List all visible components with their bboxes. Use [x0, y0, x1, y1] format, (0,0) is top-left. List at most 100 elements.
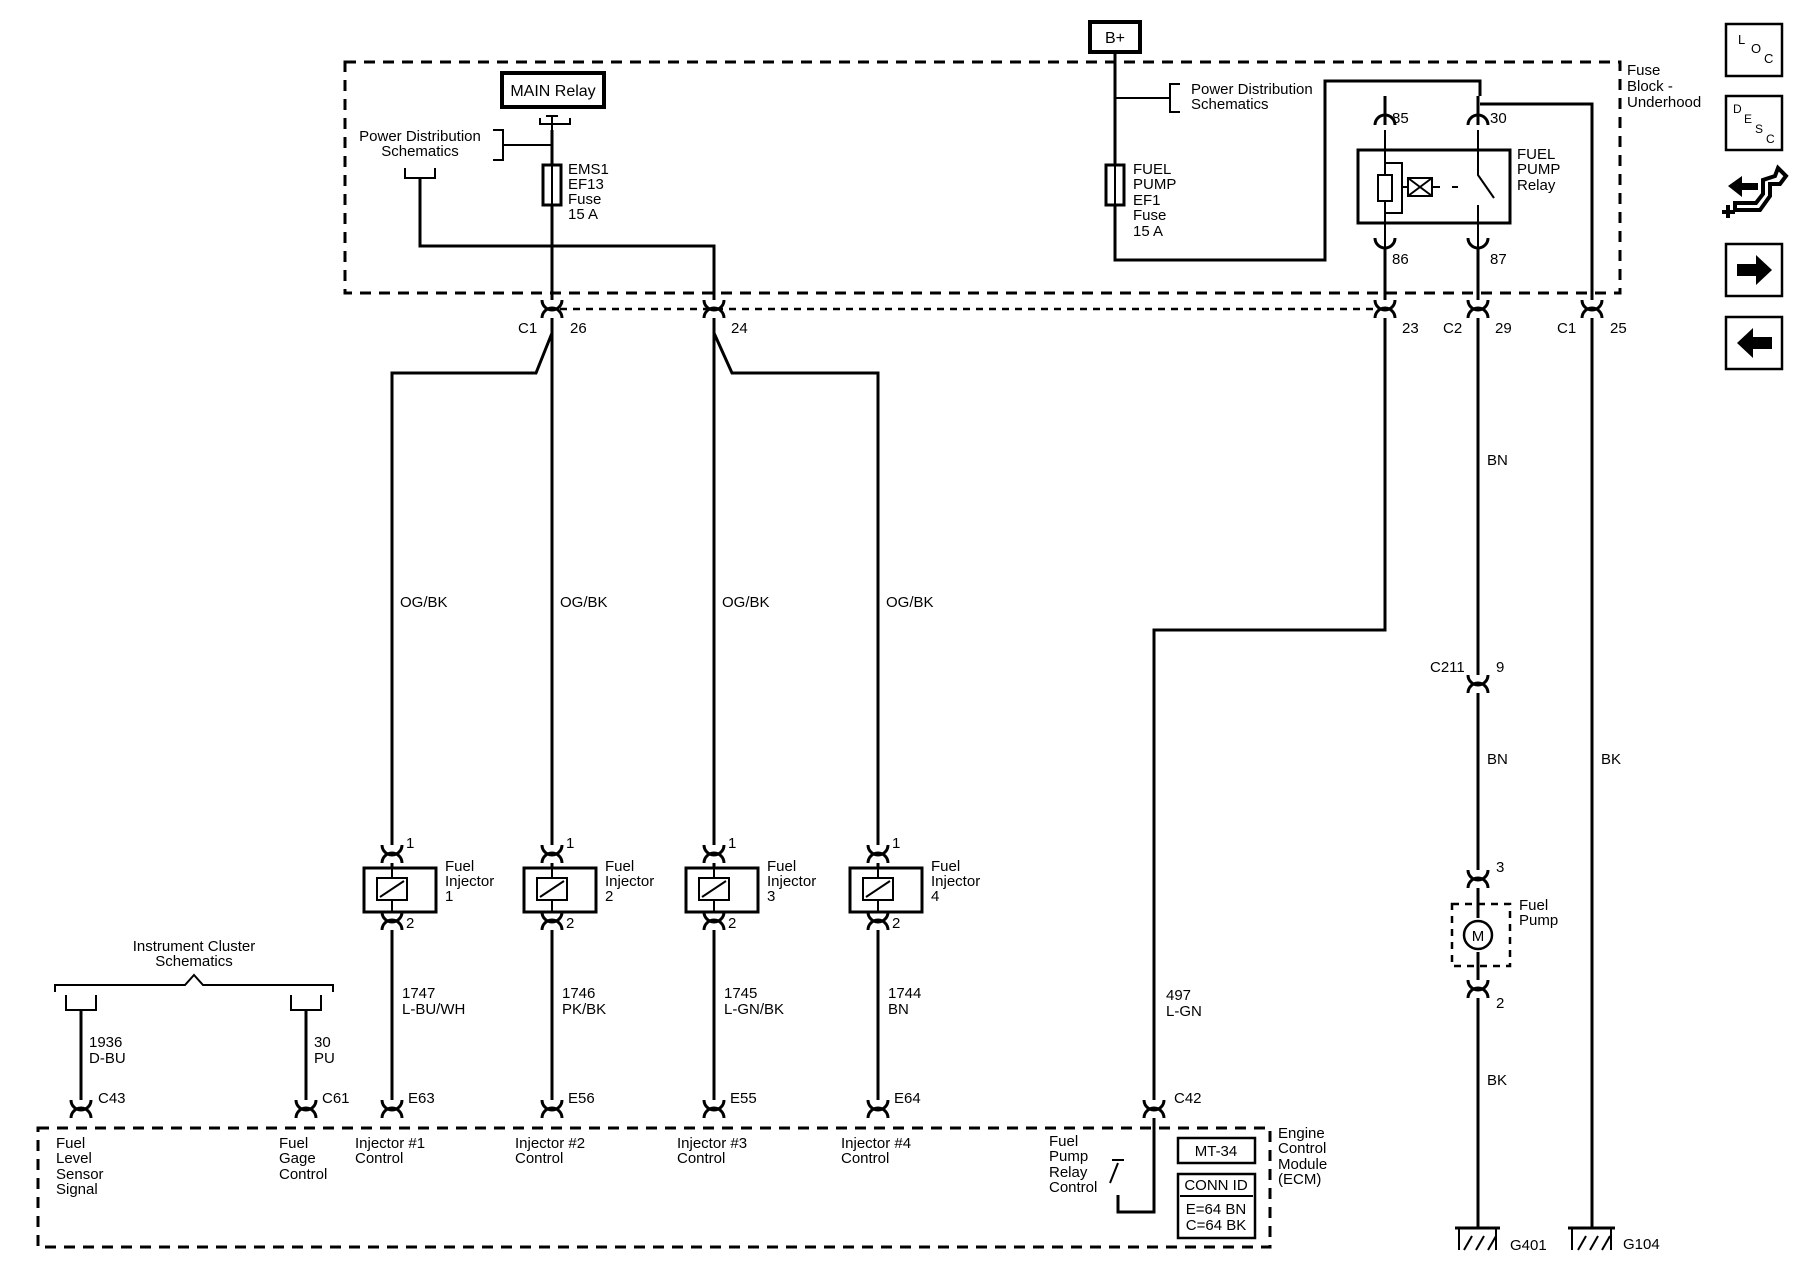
injector-name-3: 1	[445, 888, 453, 905]
loc-c: C	[1764, 51, 1773, 66]
ecm-name-2: Control	[1278, 1140, 1326, 1157]
injector-color: L-GN/BK	[724, 1001, 784, 1018]
power-distribution-left: Power Distribution Schematics	[359, 128, 552, 179]
wire-c1-25	[1478, 81, 1594, 300]
wire-bn-mid: BN	[1487, 751, 1508, 768]
ic-w2-color: PU	[314, 1050, 335, 1067]
fp-relay-label-2: PUMP	[1517, 161, 1560, 178]
wire-497-color: L-GN	[1166, 1003, 1202, 1020]
injector-pin-top: 1	[892, 835, 900, 852]
wire-497	[1152, 318, 1387, 1100]
fp-fuse-label-1: FUEL	[1133, 161, 1171, 178]
prev-page-button[interactable]	[1724, 315, 1784, 371]
injector-circuit: 1744	[888, 985, 921, 1002]
next-page-button[interactable]	[1724, 242, 1784, 298]
injector-color: BN	[888, 1001, 909, 1018]
wire-bk-right: BK	[1601, 751, 1621, 768]
injector-pin-top: 1	[406, 835, 414, 852]
ecm-fuel-level-1: Fuel	[56, 1135, 85, 1152]
injector-conn: E55	[730, 1090, 757, 1107]
injector-pin-top: 1	[728, 835, 736, 852]
wiring-harness-icon[interactable]	[1722, 164, 1789, 218]
ic-w1-conn: C43	[98, 1090, 126, 1107]
loc-button[interactable]: L O C	[1724, 22, 1784, 78]
conn-c1-right: C1	[1557, 320, 1576, 337]
injector-color: PK/BK	[562, 1001, 606, 1018]
injector-name-1: Fuel	[445, 858, 474, 875]
ground-g401	[1455, 1226, 1500, 1251]
desc-button[interactable]: D E S C	[1724, 94, 1784, 152]
loc-o: O	[1751, 41, 1761, 56]
left-arrow-icon	[1737, 328, 1772, 358]
fuel-pump-feed	[1450, 318, 1512, 1228]
relay-control-switch	[1116, 1118, 1156, 1214]
ecm-fuel-gage-1: Fuel	[279, 1135, 308, 1152]
injector-name-3: 4	[931, 888, 939, 905]
ic-w1-color: D-BU	[89, 1050, 126, 1067]
wire-og-bk-1: OG/BK	[400, 594, 448, 611]
injector-color: L-BU/WH	[402, 1001, 465, 1018]
conn-pin-24: 24	[731, 320, 748, 337]
injector-circuit: 1745	[724, 985, 757, 1002]
injector-pin-top: 1	[566, 835, 574, 852]
conn-c1-left: C1	[518, 320, 537, 337]
ic-title-1: Instrument Cluster	[133, 938, 256, 955]
ecm-fuel-level-4: Signal	[56, 1181, 98, 1198]
fp-relay-label-1: FUEL	[1517, 146, 1555, 163]
conn-c211-pin: 9	[1496, 659, 1504, 676]
relay-pin-87: 87	[1490, 251, 1507, 268]
ic-title-2: Schematics	[155, 953, 233, 970]
fuel-pump-name-1: Fuel	[1519, 897, 1548, 914]
ecm-relay-control-4: Control	[1049, 1179, 1097, 1196]
g104-label: G104	[1623, 1236, 1660, 1253]
ecm-name-4: (ECM)	[1278, 1171, 1321, 1188]
ground-g104	[1568, 1226, 1615, 1251]
injector-name-3: 3	[767, 888, 775, 905]
injector-conn: E64	[894, 1090, 921, 1107]
conn-pin-26: 26	[570, 320, 587, 337]
wire-497-circuit: 497	[1166, 987, 1191, 1004]
splice-wire-24	[418, 178, 716, 300]
fp-relay-label-3: Relay	[1517, 177, 1556, 194]
wire-og-bk-4: OG/BK	[886, 594, 934, 611]
injector-name-2: Injector	[445, 873, 494, 890]
ems1-label-3: Fuse	[568, 191, 601, 208]
injector-circuit: 1746	[562, 985, 595, 1002]
ecm-fuel-gage-3: Control	[279, 1166, 327, 1183]
fuse-block-title-3: Underhood	[1627, 94, 1701, 111]
ecm-conn-id: CONN ID	[1184, 1177, 1248, 1194]
right-arrow-icon	[1737, 255, 1772, 285]
power-dist-right-2: Schematics	[1191, 96, 1269, 113]
power-dist-left-1: Power Distribution	[359, 128, 481, 145]
injector-name-1: Fuel	[605, 858, 634, 875]
injector-conn: E56	[568, 1090, 595, 1107]
fuse-block-underhood: Fuse Block - Underhood	[343, 60, 1701, 295]
injector-pin-bot: 2	[728, 915, 736, 932]
injector-pin-bot: 2	[406, 915, 414, 932]
ems1-label-4: 15 A	[568, 206, 598, 223]
relay-pin-30: 30	[1490, 110, 1507, 127]
conn-pin-25: 25	[1610, 320, 1627, 337]
injector-name-2: Injector	[931, 873, 980, 890]
b-plus-label: B+	[1105, 30, 1125, 47]
injector-control-1: Injector #2	[515, 1135, 585, 1152]
injector-control-1: Injector #1	[355, 1135, 425, 1152]
ic-w2-circuit: 30	[314, 1034, 331, 1051]
ems1-label-1: EMS1	[568, 161, 609, 178]
power-dist-left-2: Schematics	[381, 143, 459, 160]
ic-w2-conn: C61	[322, 1090, 350, 1107]
injector-feed-wires	[390, 318, 880, 845]
ecm-fuel-level-3: Sensor	[56, 1166, 104, 1183]
relay-pin-85: 85	[1392, 110, 1409, 127]
ecm-conn-e: E=64 BN	[1186, 1201, 1246, 1218]
ecm-relay-control-1: Fuel	[1049, 1133, 1078, 1150]
injector-conn: E63	[408, 1090, 435, 1107]
desc-c: C	[1766, 132, 1775, 146]
ecm-relay-control-3: Relay	[1049, 1164, 1088, 1181]
